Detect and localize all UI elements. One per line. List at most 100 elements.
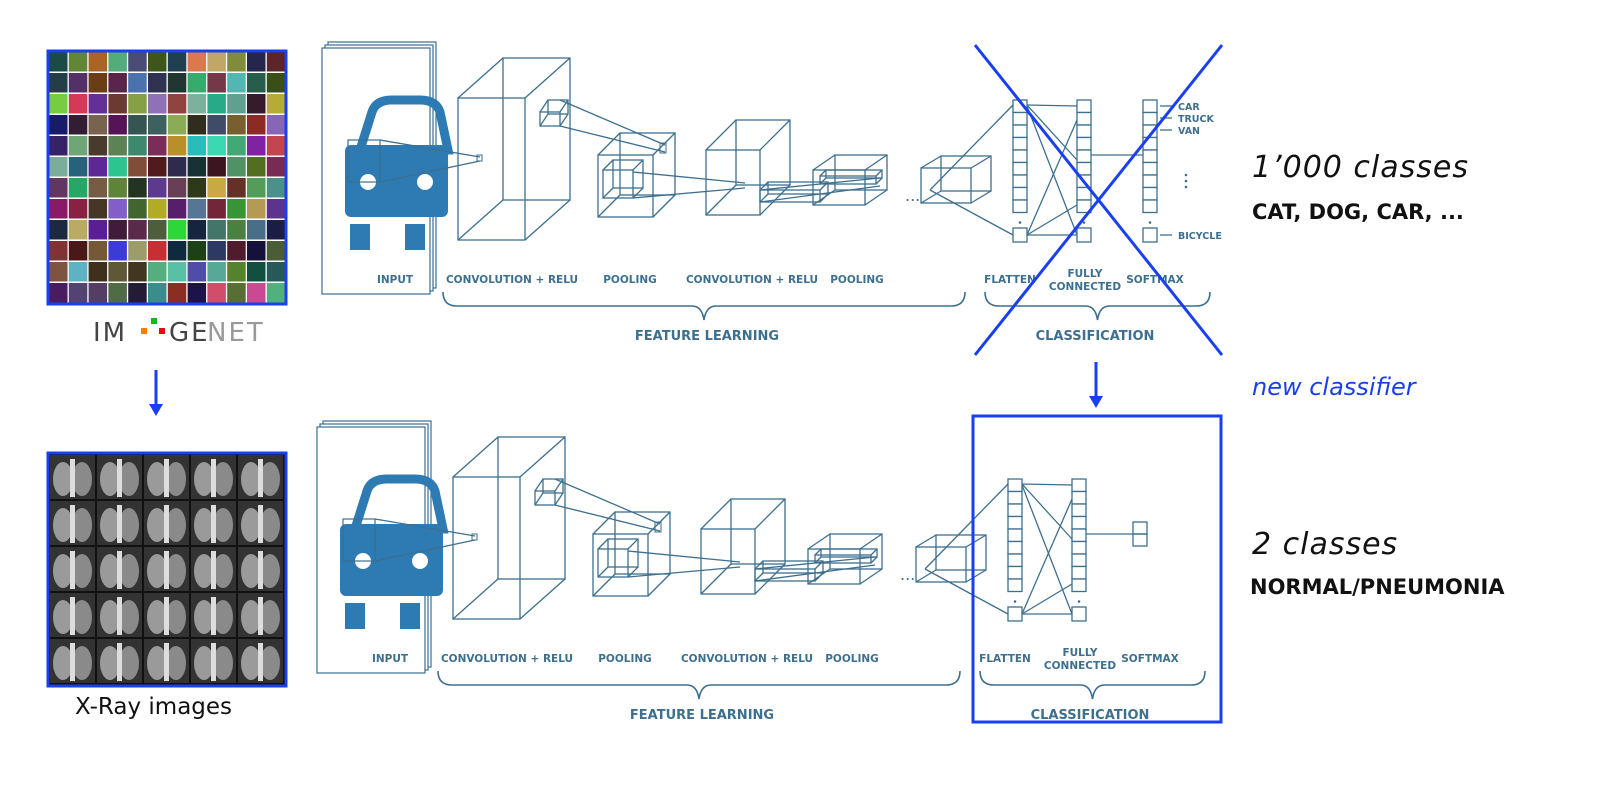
- label-classification: CLASSIFICATION: [1031, 708, 1150, 723]
- spine: [164, 643, 169, 681]
- thumbnail: [148, 199, 167, 219]
- lung: [194, 508, 214, 542]
- neuron: [1071, 478, 1087, 493]
- lung: [53, 646, 73, 680]
- thumbnail: [247, 52, 266, 72]
- connector-line: [559, 99, 666, 146]
- thumbnail: [68, 52, 88, 72]
- neuron: [1012, 199, 1028, 214]
- connector-line: [379, 139, 481, 158]
- ellipsis-dot: [1077, 600, 1081, 603]
- pool2-patch-edge: [814, 548, 822, 556]
- car-headlight: [417, 174, 433, 190]
- lung: [100, 600, 120, 634]
- neuron: [1071, 553, 1087, 568]
- conv1-volume-edge: [524, 57, 571, 99]
- lung: [72, 508, 92, 542]
- pool1-patch: [597, 538, 639, 578]
- connector-line: [374, 539, 476, 562]
- lung: [194, 462, 214, 496]
- thumbnail: [108, 73, 127, 93]
- pool2-patch-front: [814, 554, 872, 564]
- pool2-volume-edge: [859, 533, 883, 550]
- neuron: [1007, 515, 1023, 530]
- pool2-volume-edge: [807, 568, 831, 585]
- label-classification: CLASSIFICATION: [1036, 329, 1155, 344]
- conv1-patch-edge: [559, 99, 569, 113]
- final-feature-map: [915, 534, 987, 583]
- label-fc-2: CONNECTED: [1044, 660, 1116, 672]
- neuron: [1007, 478, 1023, 493]
- lung: [100, 462, 120, 496]
- label-feature-learning: FEATURE LEARNING: [630, 708, 774, 723]
- neuron-last: [1007, 606, 1023, 622]
- thumbnail: [88, 94, 108, 114]
- thumbnail: [128, 262, 147, 282]
- conv2-patch-front: [754, 568, 816, 582]
- connector-line: [759, 185, 881, 203]
- car-roof: [348, 474, 449, 534]
- feature-learning-brace: [442, 291, 966, 321]
- thumbnail: [128, 115, 147, 135]
- neuron: [1071, 490, 1087, 505]
- final-feature-map-front: [920, 167, 972, 204]
- top-classes-examples: CAT, DOG, CAR, ...: [1252, 200, 1464, 224]
- connector-line: [559, 125, 666, 153]
- thumbnail: [187, 52, 207, 72]
- connector-line: [374, 518, 476, 537]
- thumbnail: [88, 262, 108, 282]
- final-feature-map-edge: [915, 534, 937, 548]
- thumbnail: [128, 136, 147, 156]
- thumbnail: [128, 94, 147, 114]
- cross-out-line: [973, 44, 1224, 356]
- thumbnail: [247, 241, 266, 261]
- pool2-volume-back: [834, 154, 888, 191]
- connector-line: [1026, 119, 1078, 236]
- label-conv1: CONVOLUTION + RELU: [441, 653, 573, 665]
- spine: [70, 597, 75, 635]
- neuron: [1071, 578, 1087, 593]
- pool2-patch-edge: [875, 169, 883, 177]
- lung: [260, 646, 280, 680]
- spine: [117, 597, 122, 635]
- pool1-volume-edge: [652, 194, 676, 218]
- thumbnail: [247, 178, 266, 198]
- pool1-volume-edge: [647, 511, 671, 535]
- connector-line: [1026, 204, 1078, 236]
- pool1-patch-edge: [627, 566, 639, 578]
- thumbnail: [49, 262, 68, 282]
- thumbnail: [128, 241, 147, 261]
- ellipsis-dot: [1013, 600, 1017, 603]
- neuron-last: [1071, 606, 1087, 622]
- xray-frame: [46, 451, 288, 688]
- thumbnail: [148, 178, 167, 198]
- lung: [119, 554, 139, 588]
- thumbnail: [266, 199, 286, 219]
- thumbnail: [88, 157, 108, 177]
- spine: [211, 551, 216, 589]
- lung: [194, 646, 214, 680]
- spine: [164, 551, 169, 589]
- thumbnail: [247, 157, 266, 177]
- neuron: [1142, 186, 1158, 201]
- conv1-patch-edge: [559, 113, 569, 127]
- lung: [260, 600, 280, 634]
- thumbnail: [187, 262, 207, 282]
- thumbnail: [207, 115, 226, 135]
- ellipsis-dot: [1184, 179, 1188, 183]
- thumbnail: [108, 136, 127, 156]
- thumbnail: [167, 52, 187, 72]
- filter-point: [471, 533, 478, 541]
- neuron: [1007, 565, 1023, 580]
- connector-line: [1021, 583, 1073, 615]
- conv2-volume-edge: [700, 498, 732, 530]
- thumbnail: [167, 157, 187, 177]
- final-feature-map-edge: [920, 155, 942, 169]
- thumbnail: [68, 115, 88, 135]
- thumbnail: [49, 241, 68, 261]
- thumbnail: [49, 199, 68, 219]
- pool2-volume-edge: [812, 189, 836, 206]
- thumbnail: [227, 73, 246, 93]
- thumbnail: [68, 283, 88, 303]
- label-fc-1: FULLY: [1067, 268, 1102, 280]
